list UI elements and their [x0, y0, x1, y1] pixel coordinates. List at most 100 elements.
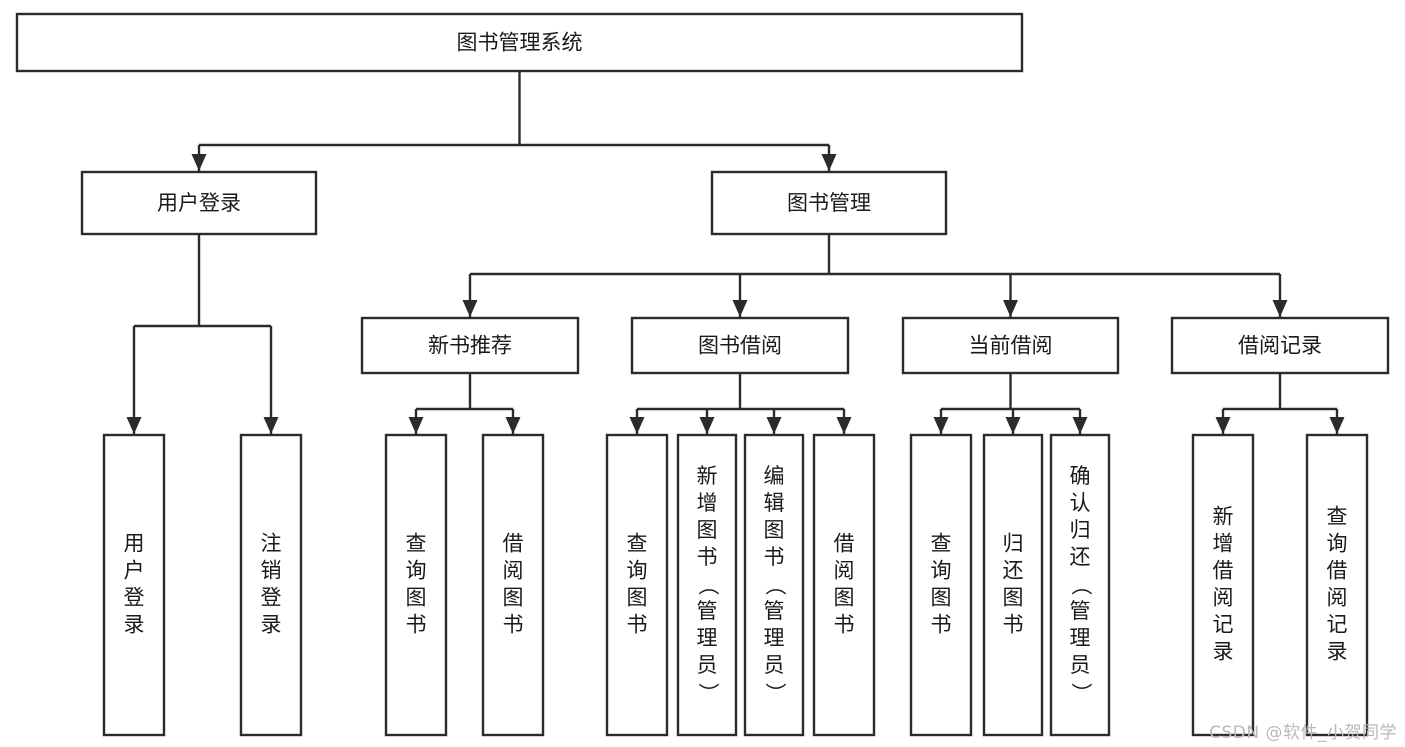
leaf-leaf-confirm-return-admin-char: 理	[1070, 626, 1091, 650]
node-book-manage-box	[710, 170, 948, 236]
node-user-login-label: 用户登录	[157, 191, 241, 215]
node-current-borrow-label: 当前借阅	[969, 334, 1053, 358]
leaf-leaf-return-book-box	[982, 433, 1044, 737]
leaf-leaf-borrow-book-1-char: 阅	[503, 559, 524, 583]
node-book-borrow-label: 图书借阅	[698, 334, 782, 358]
node-root-label: 图书管理系统	[457, 31, 583, 55]
leaf-leaf-logout-char: 注	[261, 532, 282, 556]
leaf-leaf-logout-box	[239, 433, 303, 737]
arrow-head-icon	[126, 417, 142, 434]
arrow-head-icon	[1003, 300, 1018, 317]
leaf-leaf-confirm-return-admin-char: 员	[1070, 653, 1091, 677]
node-layer: 图书管理系统用户登录图书管理新书推荐图书借阅当前借阅借阅记录用户登录注销登录查询…	[15, 12, 1390, 737]
leaf-leaf-add-borrow-record-char: 增	[1213, 532, 1234, 556]
arrow-head-icon	[462, 300, 478, 317]
leaf-leaf-query-book-1-box	[384, 433, 448, 737]
leaf-leaf-add-book-admin-char: 管	[697, 599, 718, 623]
csdn-watermark: CSDN @软件_小贺同学	[1209, 723, 1397, 743]
leaf-leaf-query-book-3-box	[909, 433, 973, 737]
leaf-leaf-borrow-book-1-char: 借	[503, 532, 524, 556]
leaf-leaf-add-book-admin-char: 图	[697, 518, 718, 542]
node-book-borrow[interactable]: 图书借阅	[630, 316, 850, 375]
node-current-borrow-box	[901, 316, 1120, 375]
arrow-head-icon	[821, 154, 837, 171]
node-book-manage[interactable]: 图书管理	[710, 170, 948, 236]
leaf-leaf-edit-book-admin-char: ）	[763, 683, 787, 704]
leaf-leaf-query-borrow-record-char: 录	[1327, 640, 1348, 664]
leaf-leaf-query-book-1-char: 询	[406, 559, 427, 583]
node-borrow-record-label: 借阅记录	[1238, 334, 1322, 358]
leaf-leaf-confirm-return-admin-char: 管	[1070, 599, 1091, 623]
node-borrow-record[interactable]: 借阅记录	[1170, 316, 1390, 375]
leaf-leaf-borrow-book-1-char: 书	[503, 613, 524, 637]
node-new-book-recommend-box	[360, 316, 580, 375]
leaf-leaf-edit-book-admin-char: 图	[764, 518, 785, 542]
leaf-leaf-add-book-admin-char: （	[696, 575, 720, 596]
arrow-head-icon	[1005, 417, 1021, 434]
leaf-leaf-user-login-char: 户	[124, 559, 145, 583]
leaf-leaf-borrow-book-1-char: 图	[503, 586, 524, 610]
arrow-head-icon	[836, 417, 852, 434]
leaf-leaf-user-login-char: 用	[124, 532, 145, 556]
connector-group-root	[191, 71, 837, 171]
leaf-leaf-add-book-admin-char: 新	[697, 464, 718, 488]
leaf-leaf-confirm-return-admin-char: （	[1069, 575, 1093, 596]
leaf-leaf-edit-book-admin-box	[743, 433, 805, 737]
leaf-leaf-user-login-box	[102, 433, 166, 737]
leaf-leaf-add-borrow-record-char: 录	[1213, 640, 1234, 664]
leaf-leaf-borrow-book-2-char: 借	[834, 532, 855, 556]
leaf-leaf-add-borrow-record-char: 新	[1213, 505, 1234, 529]
leaf-leaf-logout-char: 登	[261, 586, 282, 610]
arrow-head-icon	[1215, 417, 1231, 434]
leaf-leaf-confirm-return-admin-box	[1049, 433, 1111, 737]
arrow-head-icon	[732, 300, 748, 317]
leaf-leaf-query-book-2-char: 查	[627, 532, 648, 556]
leaf-leaf-query-book-2-char: 书	[627, 613, 648, 637]
leaf-leaf-query-borrow-record-char: 借	[1327, 559, 1348, 583]
leaf-leaf-add-borrow-record-char: 记	[1213, 613, 1234, 637]
leaf-leaf-borrow-book-2-char: 图	[834, 586, 855, 610]
leaf-leaf-query-book-2-box	[605, 433, 669, 737]
leaf-leaf-query-book-3-char: 书	[931, 613, 952, 637]
leaf-leaf-query-borrow-record-box	[1305, 433, 1369, 737]
arrow-head-icon	[1272, 300, 1288, 317]
node-user-login[interactable]: 用户登录	[80, 170, 318, 236]
leaf-leaf-user-login-char: 登	[124, 586, 145, 610]
node-root[interactable]: 图书管理系统	[15, 12, 1024, 73]
leaf-leaf-borrow-book-1-box	[481, 433, 545, 737]
leaf-leaf-confirm-return-admin-char: 确	[1070, 464, 1091, 488]
leaf-leaf-add-book-admin-char: 书	[697, 545, 718, 569]
leaf-leaf-borrow-book-2-box	[812, 433, 876, 737]
leaf-leaf-return-book-char: 书	[1003, 613, 1024, 637]
leaf-leaf-confirm-return-admin-char: 还	[1070, 545, 1091, 569]
leaf-leaf-edit-book-admin-char: 辑	[764, 491, 785, 515]
arrow-head-icon	[699, 417, 715, 434]
leaf-leaf-borrow-book-2-char: 书	[834, 613, 855, 637]
node-current-borrow[interactable]: 当前借阅	[901, 316, 1120, 375]
connector-group-new-book-recommend	[408, 373, 521, 434]
leaf-leaf-confirm-return-admin-char: 归	[1070, 518, 1091, 542]
leaf-leaf-borrow-book-2-char: 阅	[834, 559, 855, 583]
connector-group-book-borrow	[629, 373, 852, 434]
leaf-leaf-return-book-char: 还	[1003, 559, 1024, 583]
leaf-leaf-edit-book-admin-char: 编	[764, 464, 785, 488]
leaf-leaf-edit-book-admin-char: 管	[764, 599, 785, 623]
leaf-leaf-user-login[interactable]: 用户登录	[102, 433, 166, 737]
arrow-head-icon	[408, 417, 424, 434]
leaf-leaf-query-book-1-char: 图	[406, 586, 427, 610]
node-new-book-recommend[interactable]: 新书推荐	[360, 316, 580, 375]
node-user-login-box	[80, 170, 318, 236]
